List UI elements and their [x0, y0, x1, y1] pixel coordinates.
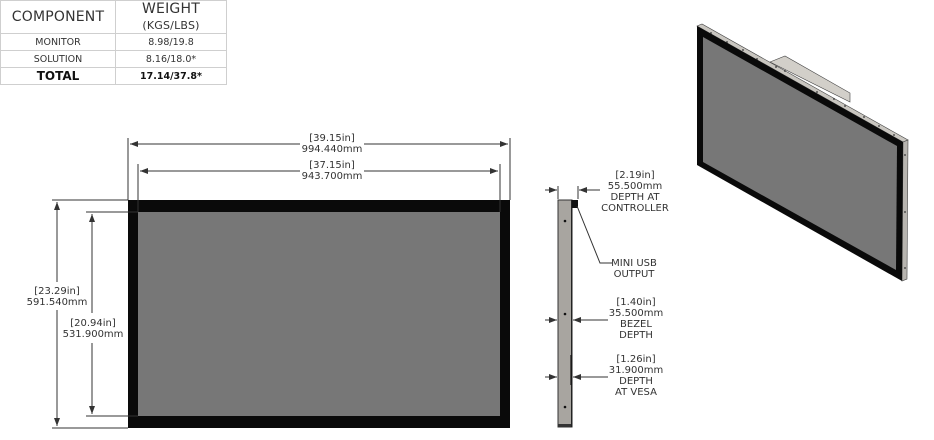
mini-usb-label: MINI USB OUTPUT: [606, 258, 662, 280]
header-component: COMPONENT: [0, 0, 116, 34]
controller-depth-text1: DEPTH AT: [610, 192, 660, 203]
total-weight: 17.14/37.8*: [115, 67, 227, 85]
side-view: [557, 199, 578, 428]
vesa-depth-in: [1.26in]: [616, 354, 656, 365]
usb-port: [572, 200, 578, 208]
viewable-width-label: [37.15in] 943.700mm: [294, 160, 370, 182]
mini-usb-text2: OUTPUT: [613, 269, 655, 280]
header-weight-label: WEIGHT: [142, 1, 200, 17]
viewable-height-in: [20.94in]: [70, 318, 116, 329]
vesa-depth-mm: 31.900mm: [608, 365, 664, 376]
table-row: MONITOR 8.98/19.8: [0, 33, 227, 51]
vesa-depth-text1: DEPTH: [619, 376, 653, 387]
controller-depth-mm: 55.500mm: [607, 181, 663, 192]
viewable-width-in: [37.15in]: [309, 160, 355, 171]
isometric-view: [696, 23, 909, 282]
weight-table-header: COMPONENT WEIGHT (KGS/LBS): [0, 0, 227, 34]
controller-depth-label: [2.19in] 55.500mm DEPTH AT CONTROLLER: [600, 170, 670, 214]
controller-depth-in: [2.19in]: [615, 170, 655, 181]
overall-height-in: [23.29in]: [34, 286, 80, 297]
viewable-width-mm: 943.700mm: [301, 171, 363, 182]
front-view: [128, 200, 510, 428]
width-dimensions: [127, 138, 511, 212]
controller-depth-text2: CONTROLLER: [601, 203, 669, 214]
bezel-depth-in: [1.40in]: [616, 297, 656, 308]
overall-width-label: [39.15in] 994.440mm: [294, 133, 370, 155]
mini-usb-text1: MINI USB: [611, 258, 657, 269]
vesa-depth-text2: AT VESA: [615, 387, 657, 398]
viewable-height-mm: 531.900mm: [62, 329, 124, 340]
overall-height-label: [23.29in] 591.540mm: [24, 286, 90, 308]
side-dimensions: [545, 186, 612, 380]
vesa-depth-label: [1.26in] 31.900mm DEPTH AT VESA: [604, 354, 668, 398]
total-component: TOTAL: [0, 67, 116, 85]
header-weight: WEIGHT (KGS/LBS): [115, 0, 227, 34]
header-weight-unit: (KGS/LBS): [142, 19, 200, 32]
overall-width-mm: 994.440mm: [301, 144, 363, 155]
bezel-depth-text2: DEPTH: [619, 330, 653, 341]
viewable-height-label: [20.94in] 531.900mm: [60, 318, 126, 340]
bezel-depth-label: [1.40in] 35.500mm BEZEL DEPTH: [604, 297, 668, 341]
bezel-depth-mm: 35.500mm: [608, 308, 664, 319]
table-total-row: TOTAL 17.14/37.8*: [0, 67, 227, 85]
monitor-screen: [138, 212, 500, 416]
bezel-depth-text1: BEZEL: [620, 319, 652, 330]
height-dimensions: [52, 199, 138, 429]
weight-table: COMPONENT WEIGHT (KGS/LBS) MONITOR 8.98/…: [0, 0, 227, 85]
overall-height-mm: 591.540mm: [26, 297, 88, 308]
overall-width-in: [39.15in]: [309, 133, 355, 144]
